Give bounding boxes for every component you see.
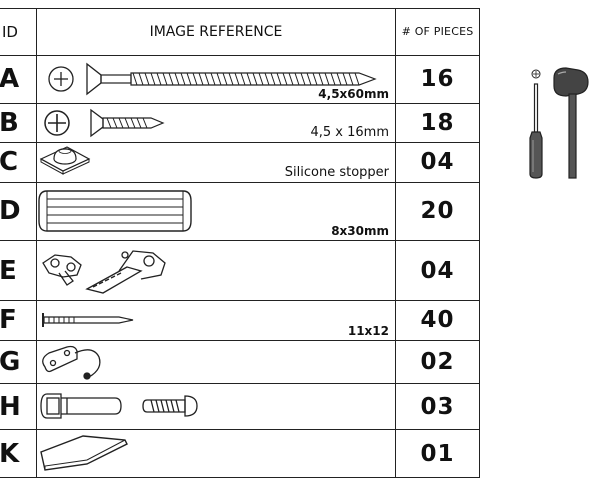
table-row: C Silicone stopper 04 (0, 142, 480, 183)
table-row: K 01 (0, 429, 480, 478)
part-id: B (0, 102, 37, 144)
wooden-dowel-icon (38, 189, 192, 232)
part-size-label: 4,5x60mm (318, 86, 389, 101)
tools-illustration (529, 67, 589, 179)
short-screw-icon (44, 108, 165, 137)
part-id: A (0, 54, 37, 104)
silicone-stopper-icon (39, 146, 91, 175)
part-quantity: 01 (395, 429, 480, 478)
table-row: G 02 (0, 339, 480, 385)
part-size-label: 11x12 (347, 323, 389, 338)
mallet-icon (553, 67, 589, 179)
table-row: H 03 (0, 383, 480, 431)
part-id: H (0, 383, 37, 431)
header-image-reference: IMAGE REFERENCE (36, 8, 396, 56)
table-row: E 04 (0, 239, 480, 302)
hinge-icon (42, 250, 166, 294)
felt-pad-icon (40, 435, 128, 471)
nail-icon (42, 313, 134, 328)
part-size-label: 4,5 x 16mm (310, 125, 389, 141)
header-pieces: # OF PIECES (395, 8, 480, 56)
part-quantity: 04 (395, 239, 480, 302)
part-quantity: 18 (395, 102, 480, 144)
part-id: G (0, 339, 37, 385)
table-row: F 11x12 40 (0, 300, 480, 341)
hook-icon (42, 345, 101, 380)
connector-bolt-icon (40, 393, 198, 420)
long-screw-icon (48, 62, 377, 96)
table-header-row: ID IMAGE REFERENCE # OF PIECES (0, 8, 480, 56)
screwdriver-icon (529, 69, 543, 179)
part-quantity: 02 (395, 339, 480, 385)
hardware-parts-table: ID IMAGE REFERENCE # OF PIECES A 4,5x60m… (0, 8, 480, 478)
part-quantity: 03 (395, 383, 480, 431)
part-size-label: 8x30mm (331, 223, 389, 238)
part-id: F (0, 300, 37, 341)
table-row: B 4,5 x 16mm 18 (0, 102, 480, 144)
part-quantity: 40 (395, 300, 480, 341)
part-id: D (0, 181, 37, 241)
part-quantity: 20 (395, 181, 480, 241)
part-size-label: Silicone stopper (284, 164, 389, 180)
table-row: D 8x30mm 20 (0, 181, 480, 241)
part-id: C (0, 142, 37, 183)
part-quantity: 16 (395, 54, 480, 104)
header-id: ID (0, 8, 37, 56)
part-id: K (0, 429, 37, 478)
part-id: E (0, 239, 37, 302)
part-quantity: 04 (395, 142, 480, 183)
table-row: A 4,5x60mm 16 (0, 54, 480, 104)
